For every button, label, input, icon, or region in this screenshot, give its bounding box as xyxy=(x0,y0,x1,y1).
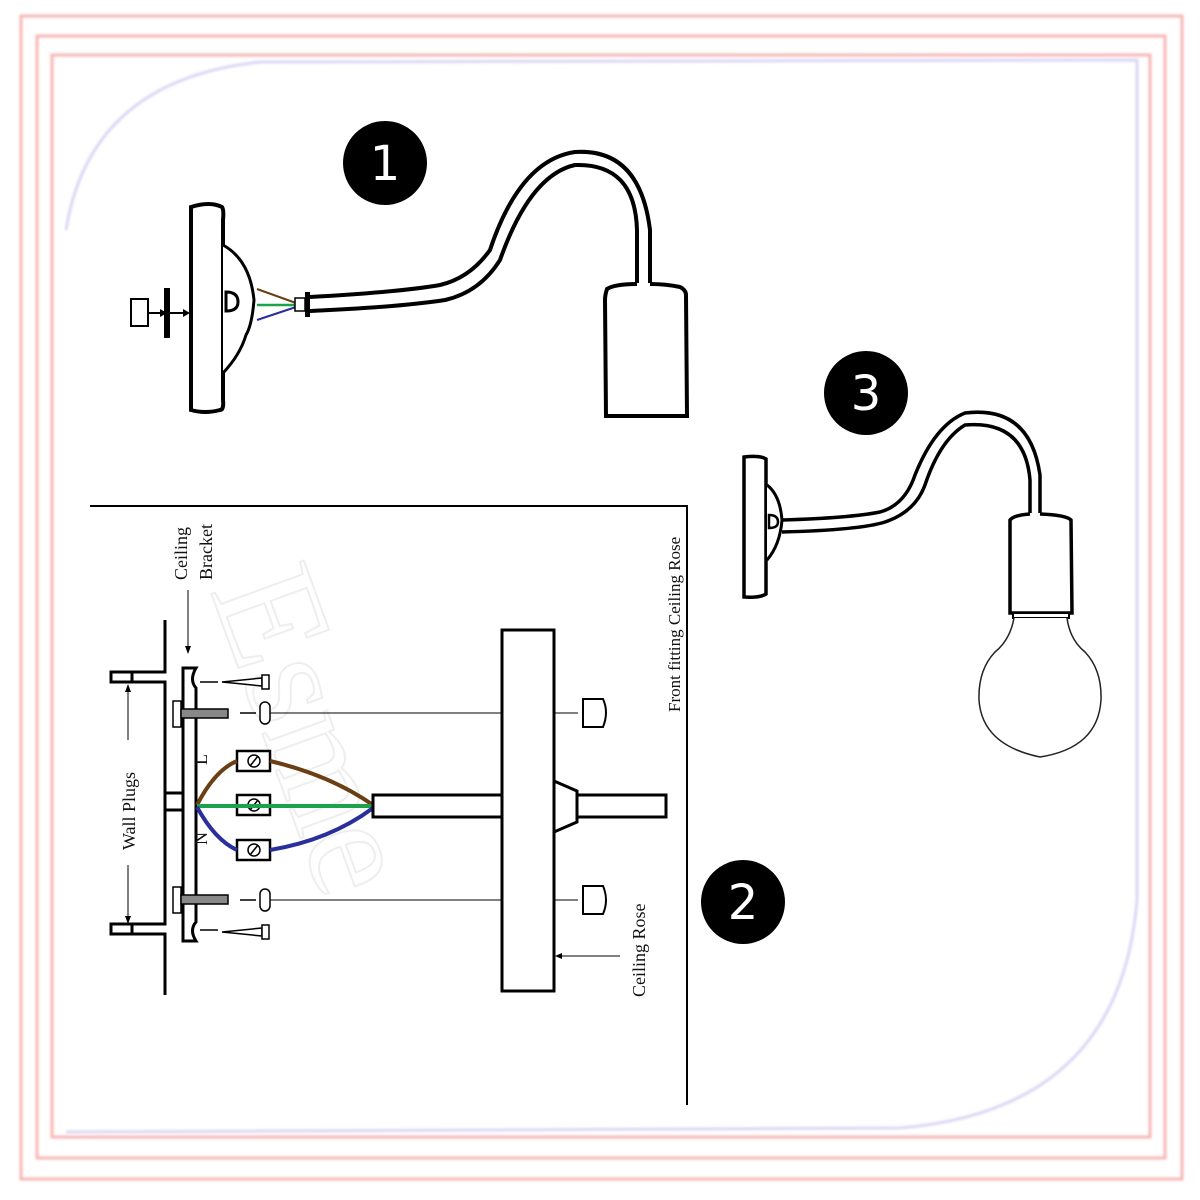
step-badge-1: 1 xyxy=(343,121,427,205)
neutral-wire xyxy=(195,806,238,852)
step-number-1: 1 xyxy=(370,136,401,192)
wall xyxy=(109,620,185,995)
washer xyxy=(164,288,170,338)
screw-caps xyxy=(582,698,607,915)
step-number-2: 2 xyxy=(728,875,759,931)
wall-plate-1 xyxy=(189,202,256,414)
step-3: 3 xyxy=(742,351,1102,758)
watermark-text: Esme xyxy=(179,545,449,915)
flexible-arm-3 xyxy=(781,410,1042,534)
step-1: 1 xyxy=(130,121,690,418)
label-ceiling: Ceiling xyxy=(171,527,191,580)
wires-1 xyxy=(256,288,297,321)
label-front-fitting-ceiling-rose: Front fitting Ceiling Rose xyxy=(665,537,684,712)
wall-plate-3 xyxy=(742,454,784,599)
fixing-screws xyxy=(172,674,271,940)
lamp-holder-3 xyxy=(1008,512,1074,619)
label-bracket: Bracket xyxy=(196,524,216,580)
label-wall-plugs: Wall Plugs xyxy=(119,772,139,850)
step-number-3: 3 xyxy=(851,366,882,422)
panel-arc xyxy=(64,58,1139,1134)
ceiling-bracket xyxy=(181,666,199,943)
label-live: L xyxy=(191,754,211,765)
light-bulb xyxy=(978,617,1102,758)
decorative-frame xyxy=(19,14,1184,1181)
step-badge-2: 2 xyxy=(701,860,785,944)
live-wire xyxy=(195,759,238,806)
lamp-holder-1 xyxy=(602,282,690,418)
label-neutral: N xyxy=(191,832,211,845)
flexible-arm-1 xyxy=(309,149,652,313)
ceiling-rose xyxy=(371,628,668,993)
label-ceiling-rose: Ceiling Rose xyxy=(629,903,649,997)
wiring xyxy=(195,759,375,852)
cover-cap xyxy=(130,298,149,327)
watermark: Esme xyxy=(178,544,450,916)
step-badge-3: 3 xyxy=(824,351,908,435)
step-2: 2 Ceiling Bracket Front fitting Ceiling … xyxy=(90,505,785,1105)
